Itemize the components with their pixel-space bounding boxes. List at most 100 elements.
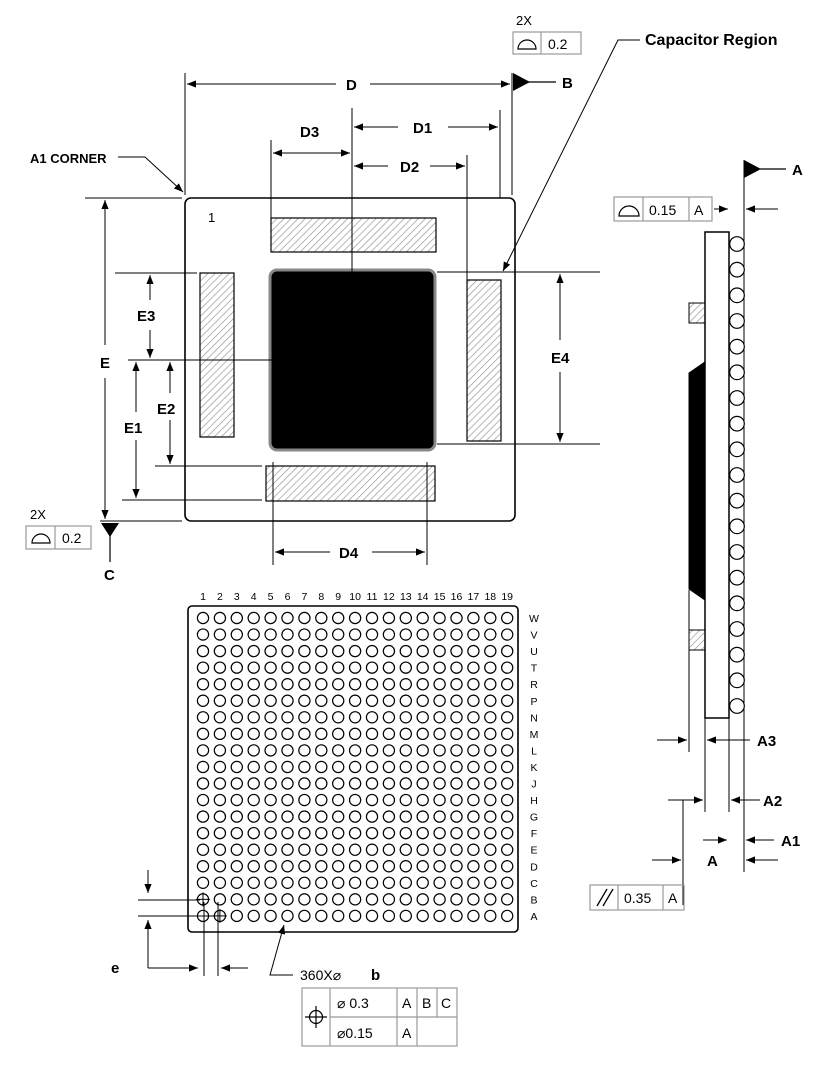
ball-F13 bbox=[399, 826, 412, 840]
ball-W6 bbox=[281, 611, 294, 625]
ball-U3 bbox=[230, 644, 243, 658]
ball-K10 bbox=[348, 760, 362, 774]
ball-A14 bbox=[416, 909, 429, 923]
ball-T8 bbox=[315, 661, 328, 674]
ball-N9 bbox=[332, 711, 345, 724]
ball-V6 bbox=[281, 628, 294, 641]
pos-ref-a: A bbox=[402, 995, 412, 1011]
dim-d3-label: D3 bbox=[300, 124, 319, 141]
ball-V13 bbox=[399, 628, 412, 641]
ball-C17 bbox=[467, 876, 480, 890]
ball-D12 bbox=[382, 860, 396, 873]
ball-T15 bbox=[433, 661, 446, 674]
ball-C14 bbox=[416, 876, 429, 890]
ball-D3 bbox=[230, 860, 243, 873]
ball-N6 bbox=[281, 711, 294, 724]
ball-H9 bbox=[332, 793, 345, 807]
ball-H8 bbox=[315, 793, 328, 807]
ball-U5 bbox=[264, 644, 277, 658]
parallel-tol-val: 0.35 bbox=[624, 890, 651, 906]
parallel-tol-ref: A bbox=[668, 890, 678, 906]
ball-P16 bbox=[450, 694, 463, 707]
ball-V11 bbox=[365, 628, 379, 641]
bottom-outline bbox=[187, 605, 519, 933]
ball-T17 bbox=[467, 661, 480, 674]
ball-U8 bbox=[315, 644, 328, 658]
ball-A12 bbox=[382, 909, 396, 923]
side-ball bbox=[729, 698, 745, 714]
ball-P11 bbox=[365, 694, 379, 707]
ball-V18 bbox=[484, 628, 497, 641]
ball-C9 bbox=[332, 876, 345, 890]
row-label: P bbox=[530, 696, 537, 708]
ball-A6 bbox=[281, 909, 294, 923]
ball-N3 bbox=[230, 711, 243, 724]
ball-G12 bbox=[382, 810, 396, 823]
ball-L2 bbox=[213, 744, 227, 757]
ball-G17 bbox=[467, 810, 480, 823]
ball-E5 bbox=[264, 843, 277, 856]
dim-d2-label: D2 bbox=[400, 159, 419, 176]
ball-T19 bbox=[501, 661, 514, 674]
ball-P2 bbox=[213, 694, 227, 707]
ball-W7 bbox=[298, 611, 311, 625]
ball-C5 bbox=[264, 876, 277, 890]
ball-K18 bbox=[484, 760, 497, 774]
parallelism-icon bbox=[596, 888, 614, 907]
ball-A7 bbox=[298, 909, 311, 923]
ball-C11 bbox=[365, 876, 379, 890]
ball-T10 bbox=[348, 661, 362, 674]
ball-M1 bbox=[196, 727, 210, 741]
ball-R7 bbox=[298, 678, 311, 691]
dim-a1-label: A1 bbox=[781, 833, 800, 850]
ball-G5 bbox=[264, 810, 277, 823]
row-label: W bbox=[529, 613, 539, 625]
side-ball bbox=[729, 313, 745, 329]
side-ball bbox=[729, 287, 745, 304]
ball-P5 bbox=[264, 694, 277, 707]
ball-C19 bbox=[501, 876, 514, 890]
ball-P19 bbox=[501, 694, 514, 707]
ball-K8 bbox=[315, 760, 328, 774]
ball-K16 bbox=[450, 760, 463, 774]
ball-N4 bbox=[247, 711, 260, 724]
capacitor-pad-top bbox=[270, 217, 437, 253]
ball-U1 bbox=[196, 644, 210, 658]
top-tol-mult: 2X bbox=[516, 13, 532, 28]
ball-E14 bbox=[416, 843, 429, 856]
ball-N18 bbox=[484, 711, 497, 724]
ball-N17 bbox=[467, 711, 480, 724]
ball-P7 bbox=[298, 694, 311, 707]
side-tol-val: 0.15 bbox=[649, 202, 676, 218]
ball-R3 bbox=[230, 678, 243, 691]
ball-M14 bbox=[416, 727, 429, 741]
ball-G13 bbox=[399, 810, 412, 823]
ball-J15 bbox=[433, 777, 446, 790]
ball-P10 bbox=[348, 694, 362, 707]
left-tol-val: 0.2 bbox=[62, 530, 82, 546]
ball-F6 bbox=[281, 826, 294, 840]
ball-G7 bbox=[298, 810, 311, 823]
ball-V1 bbox=[196, 628, 210, 641]
ball-V8 bbox=[315, 628, 328, 641]
ball-L14 bbox=[416, 744, 429, 757]
ball-L15 bbox=[433, 744, 446, 757]
ball-J16 bbox=[450, 777, 463, 790]
ball-N1 bbox=[196, 711, 210, 724]
ball-K1 bbox=[196, 760, 210, 774]
ball-G16 bbox=[450, 810, 463, 823]
ball-H1 bbox=[196, 793, 210, 807]
ball-D8 bbox=[315, 860, 328, 873]
column-label: 19 bbox=[501, 591, 513, 603]
ball-P4 bbox=[247, 694, 260, 707]
ball-C10 bbox=[348, 876, 362, 890]
ball-E18 bbox=[484, 843, 497, 856]
dim-d1-label: D1 bbox=[413, 120, 432, 137]
column-label: 3 bbox=[234, 591, 240, 603]
ball-F9 bbox=[332, 826, 345, 840]
ball-B10 bbox=[348, 893, 362, 906]
row-label: N bbox=[530, 712, 538, 724]
row-label: C bbox=[530, 878, 538, 890]
ball-W17 bbox=[467, 611, 480, 625]
